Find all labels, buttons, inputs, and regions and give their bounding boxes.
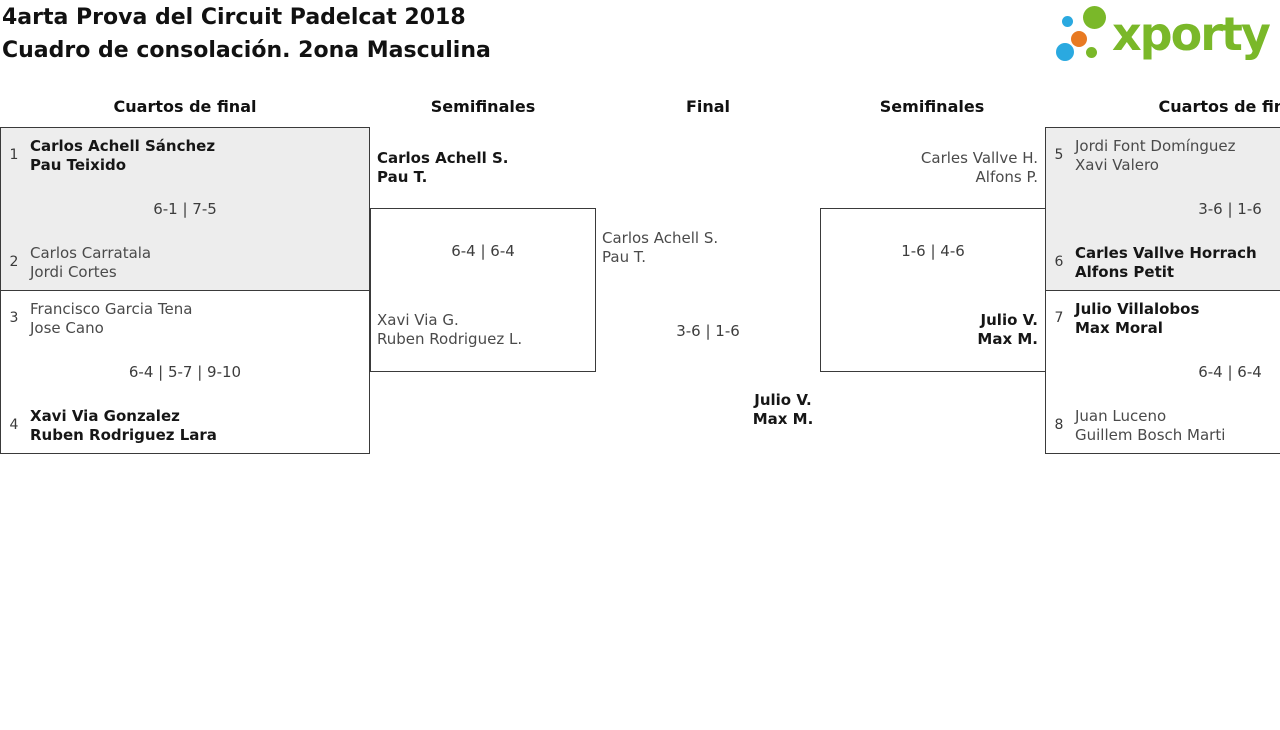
match-score: 6-1 | 7-5: [153, 200, 217, 218]
team-qf-r1-top: Jordi Font Domínguez Xavi Valero: [1075, 137, 1236, 175]
round-header-quarterfinals-left: Cuartos de final: [113, 97, 257, 116]
match-score: 3-6 | 1-6: [676, 322, 740, 340]
player-name: Alfons Petit: [1075, 263, 1175, 281]
player-name: Julio V.: [980, 311, 1038, 329]
seed-number: 3: [9, 310, 19, 326]
seed-number: 6: [1054, 254, 1064, 270]
player-name: Francisco Garcia Tena: [30, 300, 193, 318]
team-qf-l1-top: Carlos Achell Sánchez Pau Teixido: [30, 137, 215, 175]
match-score: 6-4 | 5-7 | 9-10: [128, 363, 242, 381]
team-qf-r2-top: Julio Villalobos Max Moral: [1075, 300, 1199, 338]
xporty-logo[interactable]: xporty: [1050, 0, 1280, 70]
player-name: Carles Vallve Horrach: [1075, 244, 1257, 262]
team-sf-r-top: Carles Vallve H. Alfons P.: [921, 149, 1038, 187]
logo-dot-icon: [1083, 6, 1106, 29]
player-name: Julio V.: [754, 391, 812, 409]
player-name: Xavi Via G.: [377, 311, 459, 329]
seed-number: 8: [1054, 417, 1064, 433]
match-qf-left-1[interactable]: 1 Carlos Achell Sánchez Pau Teixido 6-1 …: [0, 127, 370, 291]
player-name: Alfons P.: [975, 168, 1038, 186]
match-qf-right-2[interactable]: 7 Julio Villalobos Max Moral 6-4 | 6-4 8…: [1045, 290, 1280, 454]
player-name: Carlos Achell S.: [377, 149, 509, 167]
round-header-final: Final: [685, 97, 731, 116]
player-name: Xavi Valero: [1075, 156, 1159, 174]
team-final-bottom: Julio V. Max M.: [708, 391, 858, 429]
player-name: Carlos Carratala: [30, 244, 152, 262]
team-sf-l-bottom: Xavi Via G. Ruben Rodriguez L.: [377, 311, 522, 349]
logo-dot-icon: [1062, 16, 1073, 27]
team-qf-l2-bottom: Xavi Via Gonzalez Ruben Rodriguez Lara: [30, 407, 217, 445]
team-qf-r1-bottom: Carles Vallve Horrach Alfons Petit: [1075, 244, 1257, 282]
match-score: 1-6 | 4-6: [901, 242, 965, 260]
team-qf-l1-bottom: Carlos Carratala Jordi Cortes: [30, 244, 151, 282]
player-name: Pau T.: [602, 248, 646, 266]
team-sf-r-bottom: Julio V. Max M.: [977, 311, 1038, 349]
player-name: Carlos Achell Sánchez: [30, 137, 216, 155]
player-name: Ruben Rodriguez Lara: [30, 426, 217, 444]
match-score: 3-6 | 1-6: [1198, 200, 1262, 218]
tournament-title: 4arta Prova del Circuit Padelcat 2018: [2, 5, 466, 30]
round-header-semifinals-left: Semifinales: [430, 97, 536, 116]
seed-number: 1: [9, 147, 19, 163]
seed-number: 5: [1054, 147, 1064, 163]
player-name: Jordi Cortes: [30, 263, 117, 281]
draw-subtitle: Cuadro de consolación. 2ona Masculina: [2, 38, 491, 63]
match-qf-left-2[interactable]: 3 Francisco Garcia Tena Jose Cano 6-4 | …: [0, 290, 370, 454]
match-sf-right[interactable]: Carles Vallve H. Alfons P. 1-6 | 4-6 Jul…: [820, 149, 1046, 372]
player-name: Pau T.: [377, 168, 428, 186]
logo-dot-icon: [1056, 43, 1074, 61]
team-qf-l2-top: Francisco Garcia Tena Jose Cano: [30, 300, 192, 338]
player-name: Pau Teixido: [30, 156, 127, 174]
player-name: Carlos Achell S.: [602, 229, 719, 247]
player-name: Julio Villalobos: [1075, 300, 1200, 318]
team-sf-l-top: Carlos Achell S. Pau T.: [377, 149, 508, 187]
player-name: Jordi Font Domínguez: [1075, 137, 1236, 155]
logo-dot-icon: [1071, 31, 1087, 47]
match-sf-left[interactable]: Carlos Achell S. Pau T. 6-4 | 6-4 Xavi V…: [370, 149, 596, 372]
team-qf-r2-bottom: Juan Luceno Guillem Bosch Marti: [1075, 407, 1225, 445]
seed-number: 4: [9, 417, 19, 433]
round-header-quarterfinals-right: Cuartos de final: [1158, 97, 1280, 116]
player-name: Guillem Bosch Marti: [1075, 426, 1226, 444]
seed-number: 7: [1054, 310, 1064, 326]
seed-number: 2: [9, 254, 19, 270]
xporty-wordmark: xporty: [1112, 7, 1271, 61]
player-name: Max M.: [977, 330, 1038, 348]
match-qf-right-1[interactable]: 5 Jordi Font Domínguez Xavi Valero 3-6 |…: [1045, 127, 1280, 291]
player-name: Jose Cano: [30, 319, 104, 337]
page-title: 4arta Prova del Circuit Padelcat 2018 Cu…: [2, 1, 491, 67]
player-name: Juan Luceno: [1075, 407, 1167, 425]
player-name: Carles Vallve H.: [920, 149, 1038, 167]
match-score: 6-4 | 6-4: [451, 242, 515, 260]
player-name: Max Moral: [1075, 319, 1163, 337]
team-final-top: Carlos Achell S. Pau T.: [602, 229, 718, 267]
match-score: 6-4 | 6-4: [1198, 363, 1262, 381]
logo-dot-icon: [1086, 47, 1097, 58]
player-name: Ruben Rodriguez L.: [377, 330, 523, 348]
round-header-semifinals-right: Semifinales: [879, 97, 985, 116]
player-name: Xavi Via Gonzalez: [30, 407, 180, 425]
player-name: Max M.: [752, 410, 814, 428]
